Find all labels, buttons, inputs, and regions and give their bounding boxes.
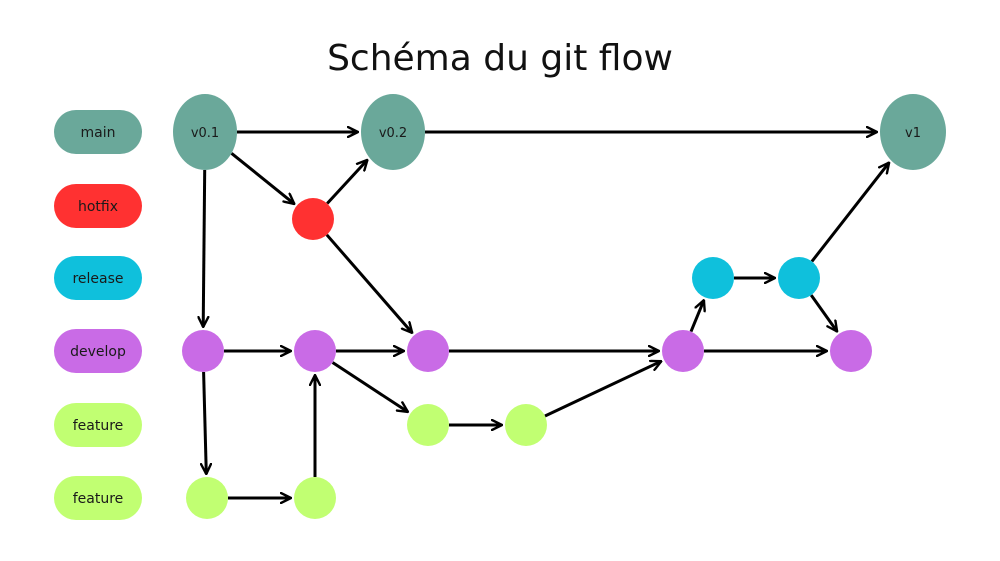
commit-develop-d1: [182, 330, 224, 372]
edge-d4-to-r1: [689, 300, 704, 333]
commit-node: [407, 330, 449, 372]
commit-develop-d4: [662, 330, 704, 372]
commit-feature-fb2: [294, 477, 336, 519]
commit-feature-fa1: [407, 404, 449, 446]
legend-label: hotfix: [78, 199, 118, 215]
commit-node: [292, 198, 334, 240]
commit-nodes: v0.1 v0.2 v1: [173, 94, 946, 519]
commit-release-r2: [778, 257, 820, 299]
commit-node: [880, 94, 946, 170]
commit-node: [830, 330, 872, 372]
legend-item-main: main: [54, 110, 142, 154]
edge-h1-to-d3: [325, 233, 412, 333]
legend-label: main: [81, 125, 116, 141]
commit-node: [662, 330, 704, 372]
legend-item-develop: develop: [54, 329, 142, 373]
commit-node: [173, 94, 237, 170]
legend-item-feature: feature: [54, 403, 142, 447]
commit-node: [407, 404, 449, 446]
commit-node: [294, 477, 336, 519]
edge-d1-to-fb1: [204, 371, 207, 474]
commit-main-v02: v0.2: [361, 94, 425, 170]
edge-v01-to-d1: [203, 169, 205, 327]
commit-feature-fb1: [186, 477, 228, 519]
commit-release-r1: [692, 257, 734, 299]
legend-pill: [54, 184, 142, 228]
edges: [203, 132, 889, 498]
legend-label: feature: [73, 418, 124, 434]
legend-label: release: [72, 271, 123, 287]
edge-r2-to-d5: [809, 294, 839, 331]
legend-pill: [54, 256, 142, 300]
edge-h1-to-v02: [326, 160, 367, 205]
legend-item-feature: feature: [54, 476, 142, 520]
diagram-title: Schéma du git flow: [327, 38, 673, 79]
commit-node: [505, 404, 547, 446]
commit-node: [294, 330, 336, 372]
commit-develop-d3: [407, 330, 449, 372]
commit-label: v0.2: [379, 126, 407, 141]
commit-main-v1: v1: [880, 94, 946, 170]
commit-label: v0.1: [191, 126, 219, 141]
legend-label: develop: [70, 344, 126, 360]
commit-node: [186, 477, 228, 519]
legend-pill: [54, 403, 142, 447]
commit-node: [778, 257, 820, 299]
legend-label: feature: [73, 491, 124, 507]
commit-develop-d5: [830, 330, 872, 372]
commit-node: [182, 330, 224, 372]
legend-pill: [54, 329, 142, 373]
legend: main hotfix release develop feature feature: [54, 110, 142, 520]
legend-pill: [54, 476, 142, 520]
commit-main-v01: v0.1: [173, 94, 237, 170]
commit-hotfix-h1: [292, 198, 334, 240]
commit-develop-d2: [294, 330, 336, 372]
edge-d2-to-fa1: [331, 361, 408, 414]
edge-fa2-to-d4: [544, 361, 661, 418]
commit-node: [361, 94, 425, 170]
edge-r2-to-v1: [810, 163, 889, 263]
legend-pill: [54, 110, 142, 154]
commit-feature-fa2: [505, 404, 547, 446]
legend-item-hotfix: hotfix: [54, 184, 142, 228]
commit-node: [692, 257, 734, 299]
legend-item-release: release: [54, 256, 142, 300]
edge-v01-to-h1: [230, 152, 295, 204]
commit-label: v1: [905, 126, 921, 141]
